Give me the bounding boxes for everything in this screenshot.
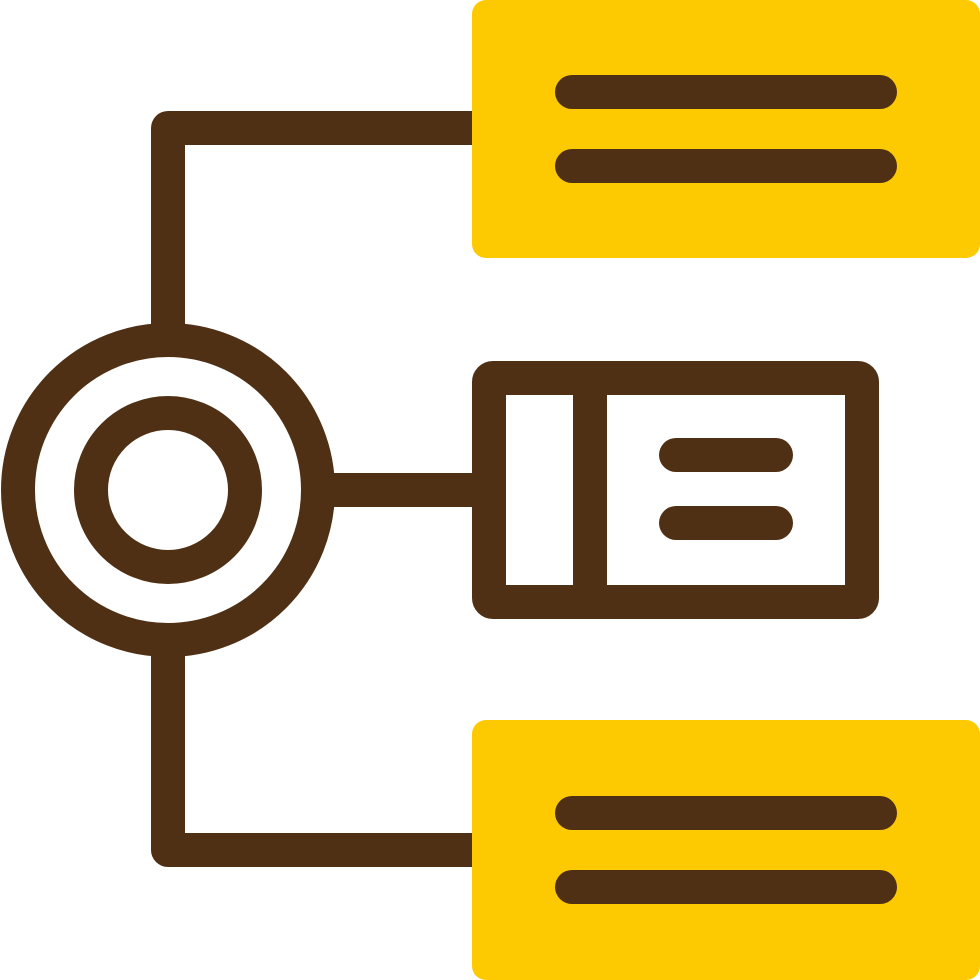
middle-card-box — [472, 361, 879, 619]
connector-lines — [151, 111, 478, 867]
top-card — [472, 0, 980, 258]
bottom-card — [472, 720, 980, 980]
middle-card — [472, 361, 879, 619]
hub-inner-ring — [74, 396, 262, 584]
hub-node — [1, 323, 335, 657]
bottom-card-box — [472, 720, 980, 980]
top-card-box — [472, 0, 980, 258]
connector-bottom — [151, 652, 478, 867]
connector-top — [151, 111, 478, 330]
